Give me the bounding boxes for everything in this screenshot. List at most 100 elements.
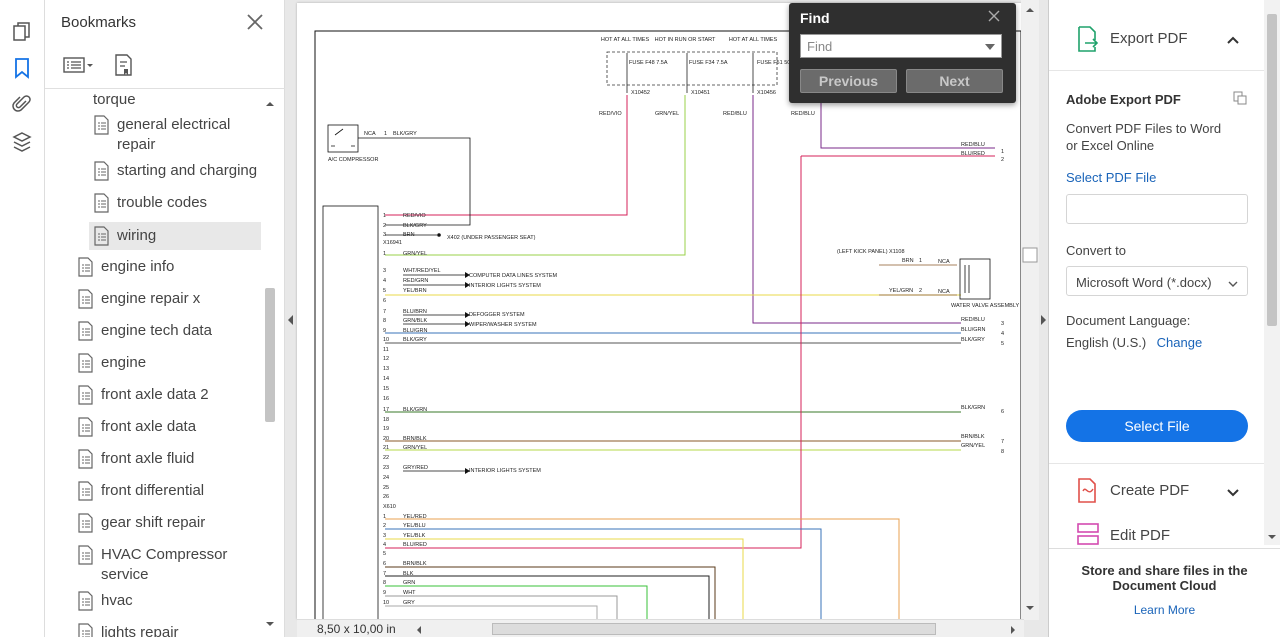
bookmark-label: torque (93, 91, 136, 108)
bookmark-item[interactable]: front axle fluid (77, 449, 194, 469)
bookmark-item[interactable]: hvac (77, 591, 133, 611)
svg-text:GRN/YEL: GRN/YEL (403, 445, 427, 451)
svg-text:18: 18 (383, 417, 389, 423)
bookmarks-scrollbar[interactable] (263, 94, 277, 634)
select-pdf-file-link[interactable]: Select PDF File (1066, 170, 1157, 185)
previous-button[interactable]: Previous (800, 69, 897, 93)
bookmark-label: front axle data (101, 418, 197, 435)
layers-icon[interactable] (10, 130, 34, 154)
bookmark-item-selected[interactable]: wiring (89, 222, 261, 250)
bookmark-item[interactable]: engine repair x (77, 289, 200, 309)
divider (1049, 463, 1264, 464)
learn-more-link[interactable]: Learn More (1133, 603, 1196, 617)
svg-text:2: 2 (919, 288, 922, 294)
bookmarks-panel: Bookmarks torque general electrical repa… (45, 0, 285, 637)
create-pdf-icon (1076, 478, 1100, 509)
svg-text:WHT/RED/YEL: WHT/RED/YEL (403, 268, 441, 274)
tools-scroll-area: Export PDF Adobe Export PDF Convert PDF … (1049, 0, 1264, 545)
bookmark-item[interactable]: engine info (77, 257, 174, 277)
adobe-export-title: Adobe Export PDF (1066, 92, 1181, 107)
collapse-left-panel-icon[interactable] (285, 305, 297, 335)
svg-text:8: 8 (383, 318, 386, 324)
select-file-button[interactable]: Select File (1066, 410, 1248, 442)
wire-label: RED/VIO (599, 111, 622, 117)
document-vertical-scrollbar[interactable] (1021, 0, 1039, 620)
svg-text:7: 7 (383, 309, 386, 315)
bookmark-label: front differential (101, 482, 205, 499)
pdf-file-field[interactable] (1066, 194, 1248, 224)
attachment-icon[interactable] (10, 92, 34, 116)
find-input[interactable]: Find (800, 34, 1002, 58)
bookmark-label: starting and charging (117, 162, 258, 179)
bookmark-item[interactable]: gear shift repair (77, 513, 205, 533)
document-horizontal-scroll-thumb[interactable] (492, 623, 936, 635)
export-pdf-heading[interactable]: Export PDF (1110, 30, 1188, 47)
svg-text:BLU/RED: BLU/RED (403, 542, 427, 548)
svg-text:2: 2 (1001, 157, 1004, 163)
svg-text:3: 3 (1001, 321, 1004, 327)
scroll-thumb[interactable] (1267, 14, 1277, 326)
next-button[interactable]: Next (906, 69, 1003, 93)
scroll-right-icon[interactable] (1009, 624, 1017, 637)
bookmark-item[interactable]: engine tech data (77, 321, 212, 341)
svg-text:BRN/BLK: BRN/BLK (403, 436, 427, 442)
bookmark-label: engine (101, 354, 147, 371)
change-language-link[interactable]: Change (1156, 335, 1203, 350)
svg-text:25: 25 (383, 485, 389, 491)
bookmark-page-icon (77, 321, 95, 341)
pages-icon[interactable] (10, 20, 34, 44)
svg-text:3: 3 (383, 232, 386, 238)
bookmark-item[interactable]: front axle data 2 (77, 385, 209, 405)
svg-text:RED/BLU: RED/BLU (961, 142, 985, 148)
svg-text:X610: X610 (383, 504, 396, 510)
svg-text:1: 1 (383, 514, 386, 520)
convert-to-select[interactable]: Microsoft Word (*.docx) (1066, 266, 1248, 296)
bookmark-item[interactable]: front axle data (77, 417, 196, 437)
scroll-left-icon[interactable] (415, 624, 423, 637)
bookmark-item[interactable]: trouble codes (93, 193, 207, 213)
svg-text:5: 5 (383, 551, 386, 557)
edit-pdf-icon (1076, 522, 1100, 545)
bookmark-item[interactable]: torque (93, 90, 136, 110)
close-icon[interactable] (245, 12, 265, 32)
bookmark-item[interactable]: lights repair (77, 623, 179, 637)
new-bookmark-icon[interactable] (113, 53, 135, 82)
bookmark-page-icon (77, 481, 95, 501)
chevron-up-icon[interactable] (1226, 32, 1240, 50)
svg-text:YEL/BRN: YEL/BRN (403, 288, 427, 294)
svg-text:8: 8 (1001, 449, 1004, 455)
create-pdf-heading[interactable]: Create PDF (1110, 482, 1190, 499)
svg-text:16: 16 (383, 396, 389, 402)
close-icon[interactable] (987, 9, 1001, 23)
bookmark-item[interactable]: HVAC Compressor service (77, 545, 257, 585)
copy-icon[interactable] (1232, 90, 1248, 111)
bookmark-label: wiring (117, 227, 157, 244)
svg-text:GRN/YEL: GRN/YEL (403, 251, 427, 257)
bookmark-page-icon (93, 226, 111, 246)
svg-text:BLK/GRY: BLK/GRY (961, 337, 985, 343)
scroll-thumb[interactable] (265, 288, 275, 422)
svg-text:1: 1 (383, 251, 386, 257)
tools-scrollbar[interactable] (1264, 0, 1280, 545)
svg-text:BLU/GRN: BLU/GRN (403, 328, 427, 334)
svg-text:1: 1 (1001, 149, 1004, 155)
tools-pane: Export PDF Adobe Export PDF Convert PDF … (1049, 0, 1280, 637)
compressor-pin: 1 (384, 131, 387, 137)
svg-text:20: 20 (383, 436, 389, 442)
bookmark-item[interactable]: general electrical repair (93, 115, 263, 155)
bookmark-item[interactable]: front differential (77, 481, 204, 501)
edit-pdf-heading[interactable]: Edit PDF (1110, 527, 1171, 544)
bookmark-item[interactable]: starting and charging (93, 161, 257, 181)
svg-text:NCA: NCA (938, 259, 950, 265)
left-tool-rail (0, 0, 45, 637)
svg-text:BLK: BLK (403, 571, 414, 577)
collapse-right-panel-icon[interactable] (1037, 305, 1049, 335)
bookmark-item[interactable]: engine (77, 353, 146, 373)
bookmarks-icon[interactable] (10, 56, 34, 80)
bookmark-label: HVAC Compressor service (101, 546, 228, 583)
chevron-down-icon[interactable] (985, 44, 995, 50)
bookmark-page-icon (77, 449, 95, 469)
options-menu-icon[interactable] (63, 55, 95, 80)
chevron-down-icon[interactable] (1226, 485, 1240, 503)
bookmark-page-icon (77, 513, 95, 533)
